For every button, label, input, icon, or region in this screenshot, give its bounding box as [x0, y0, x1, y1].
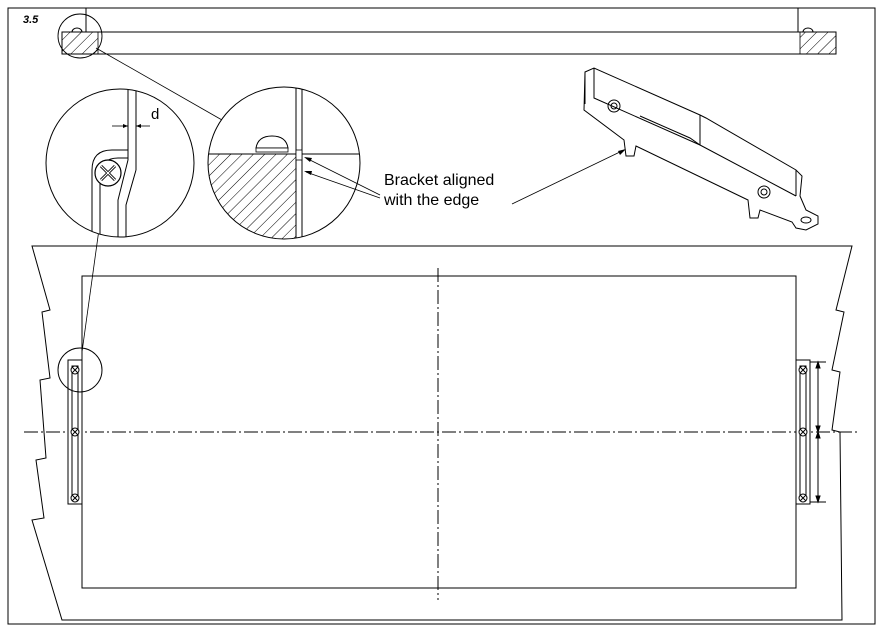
ceiling-section-view: [57, 8, 837, 59]
callout-text-line-1: Bracket aligned: [384, 172, 495, 189]
bracket-3d-icon: [583, 67, 819, 231]
detail-left: [45, 88, 195, 238]
bracket-left: [57, 347, 103, 505]
callout-arrows: [304, 149, 626, 205]
ceiling-plan-view: [24, 245, 858, 621]
screw-icon: [94, 159, 122, 187]
page-border: [7, 7, 876, 625]
detail-middle: [207, 86, 361, 240]
detail-circle-icon: [57, 347, 103, 393]
bracket-right: [795, 359, 826, 505]
callout-text-line-2: with the edge: [384, 192, 480, 209]
detail-circle-icon: [57, 13, 103, 59]
step-number: 3.5: [23, 14, 39, 26]
dimension-label: d: [151, 106, 160, 123]
